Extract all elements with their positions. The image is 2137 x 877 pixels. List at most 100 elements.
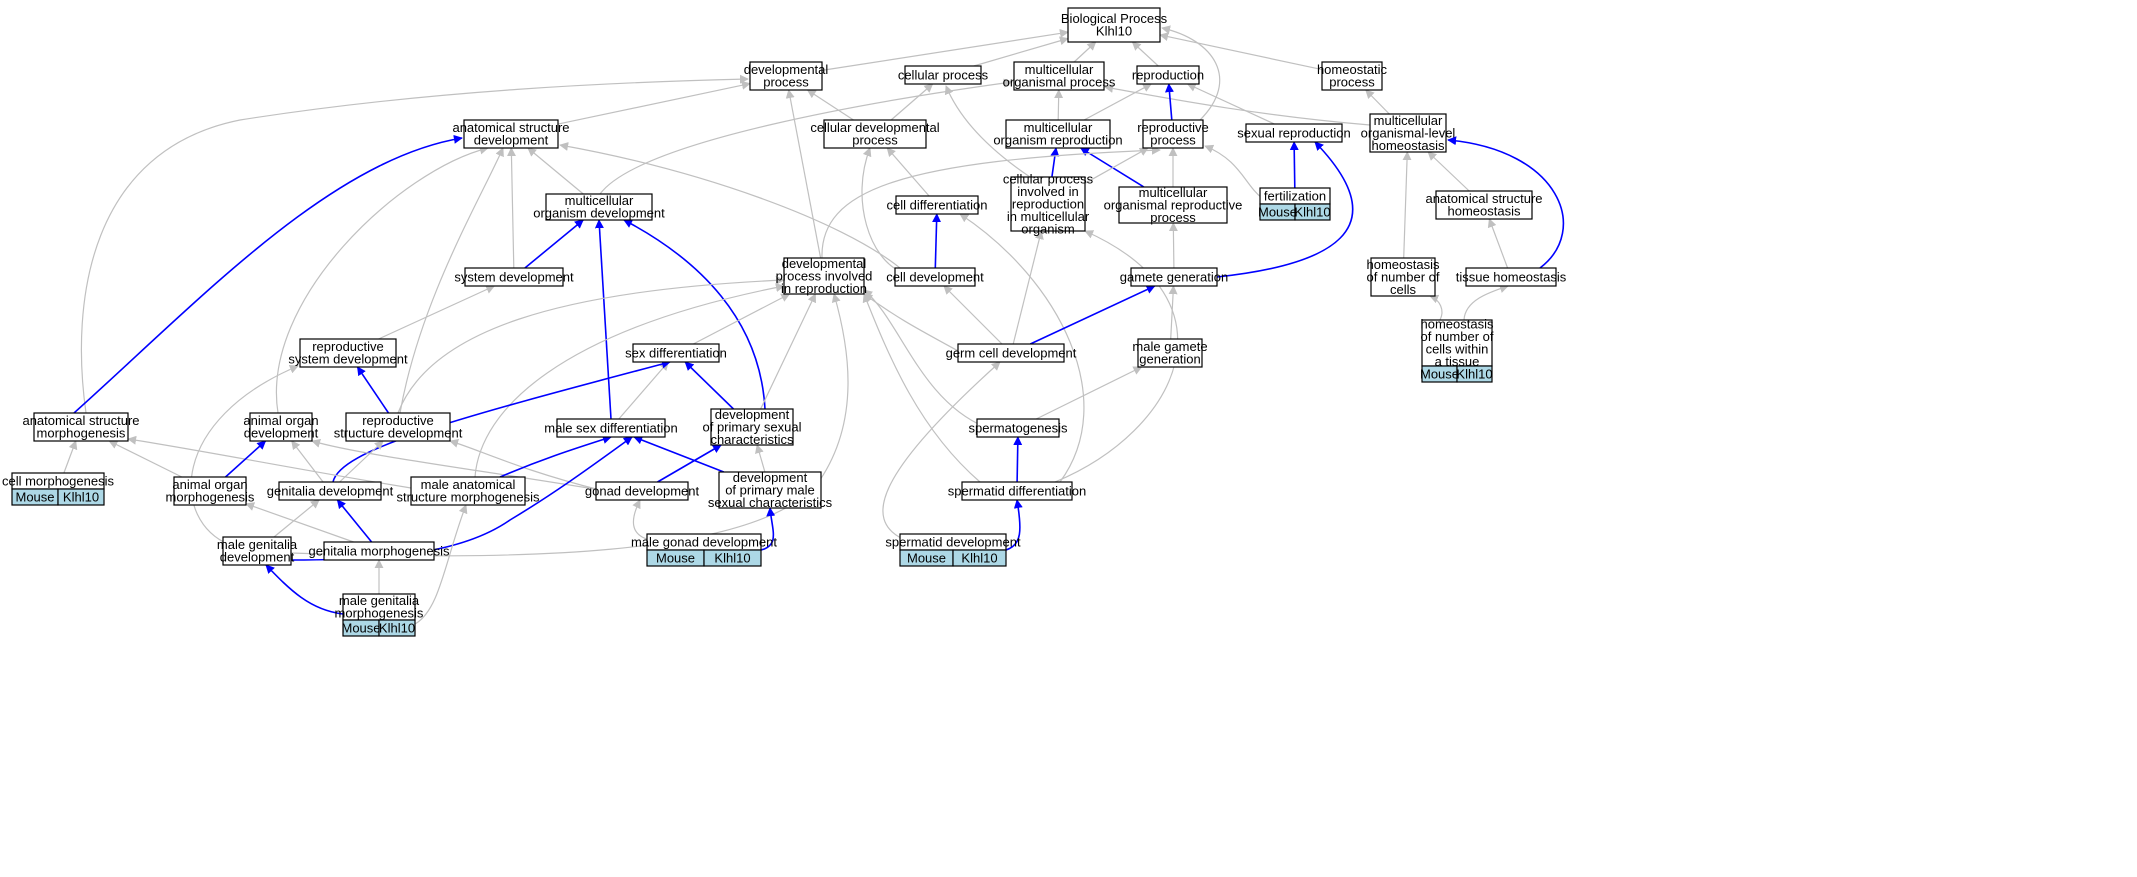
edge-male-anatomical-structure-morphogenesis-to-anatomical-structure-morphogenesis xyxy=(127,435,412,489)
node-cellular-process[interactable]: cellular process xyxy=(898,65,989,85)
node-box xyxy=(710,408,794,446)
node-box xyxy=(545,193,653,221)
edge-spermatid-differentiation-to-spermatogenesis xyxy=(1013,436,1023,483)
node-system-development[interactable]: system development xyxy=(454,267,574,287)
annotation-cell xyxy=(703,549,762,567)
node-box xyxy=(278,481,382,501)
node-spermatogenesis[interactable]: spermatogenesis xyxy=(969,418,1068,438)
edge-animal-organ-morphogenesis-to-anatomical-structure-morphogenesis xyxy=(108,440,183,478)
node-sex-differentiation[interactable]: sex differentiation xyxy=(625,343,727,363)
edge-cellular-developmental-process-to-cellular-process xyxy=(890,83,934,121)
node-label: male sex differentiation xyxy=(544,420,677,435)
edge-cellular-process-involved-in-reproduction-to-cellular-process xyxy=(944,85,1031,178)
edge-gonad-development-to-animal-organ-development xyxy=(311,438,601,491)
node-label: cell development xyxy=(886,269,984,284)
annotation-cell xyxy=(57,488,105,506)
edge-sex-differentiation-to-developmental-process-involved-in-reproduction xyxy=(693,293,791,345)
edge-male-genitalia-morphogenesis-to-male-genitalia-development xyxy=(265,564,344,615)
node-gonad-development[interactable]: gonad development xyxy=(585,481,700,501)
edge-male-anatomical-structure-morphogenesis-to-male-sex-differentiation xyxy=(499,435,612,478)
node-box xyxy=(410,476,526,506)
node-gamete-generation[interactable]: gamete generation xyxy=(1120,267,1228,287)
annotation-gene: Klhl10 xyxy=(1456,367,1492,382)
edge-anatomical-structure-morphogenesis-to-anatomical-structure-development xyxy=(73,134,463,414)
node-cell-development[interactable]: cell development xyxy=(886,267,984,287)
edge-multicellular-organism-development-to-multicellular-organismal-process xyxy=(599,78,1013,195)
edge-reproductive-structure-development-to-developmental-process-involved-in-reproduction xyxy=(397,275,785,414)
node-genitalia-development[interactable]: genitalia development xyxy=(267,481,394,501)
annotation-species: Mouse xyxy=(15,490,54,505)
node-male-sex-differentiation[interactable]: male sex differentiation xyxy=(544,418,678,438)
node-tissue-homeostasis[interactable]: tissue homeostasis xyxy=(1456,267,1567,287)
node-box xyxy=(1421,319,1493,367)
edge-cellular-process-involved-in-reproduction-to-multicellular-organism-reproduction xyxy=(1050,147,1060,178)
edge-multicellular-organismal-level-homeostasis-to-multicellular-organismal-process xyxy=(1104,83,1371,126)
node-germ-cell-development[interactable]: germ cell development xyxy=(946,343,1077,363)
annotation-species: Mouse xyxy=(907,551,946,566)
node-spermatid-differentiation[interactable]: spermatid differentiation xyxy=(948,481,1087,501)
node-label: cellular process xyxy=(898,67,989,82)
node-label: fertilization xyxy=(1264,188,1326,203)
node-cell-differentiation[interactable]: cell differentiation xyxy=(887,195,988,215)
edge-gamete-generation-to-sexual-reproduction xyxy=(1216,141,1354,278)
node-label: cell differentiation xyxy=(887,197,988,212)
node-box xyxy=(1010,176,1086,232)
node-reproduction[interactable]: reproduction xyxy=(1132,65,1204,85)
edge-multicellular-organism-reproduction-to-reproduction xyxy=(1083,83,1152,121)
node-box xyxy=(718,471,822,509)
node-box xyxy=(464,267,564,287)
edge-reproduction-to-root xyxy=(1131,41,1159,67)
node-label: spermatid development xyxy=(885,534,1021,549)
edge-developmental-process-involved-in-reproduction-to-reproductive-process xyxy=(821,145,1161,259)
node-box xyxy=(895,195,979,215)
node-label: tissue homeostasis xyxy=(1456,269,1567,284)
node-sexual-reproduction[interactable]: sexual reproduction xyxy=(1237,123,1351,143)
edge-homeostasis-of-number-of-cells-within-a-tissue-to-homeostasis-of-number-of-cells xyxy=(1429,294,1443,321)
node-genitalia-morphogenesis[interactable]: genitalia morphogenesis xyxy=(309,541,450,561)
node-box xyxy=(173,476,247,506)
node-box xyxy=(1005,119,1111,149)
node-label: sex differentiation xyxy=(625,345,727,360)
